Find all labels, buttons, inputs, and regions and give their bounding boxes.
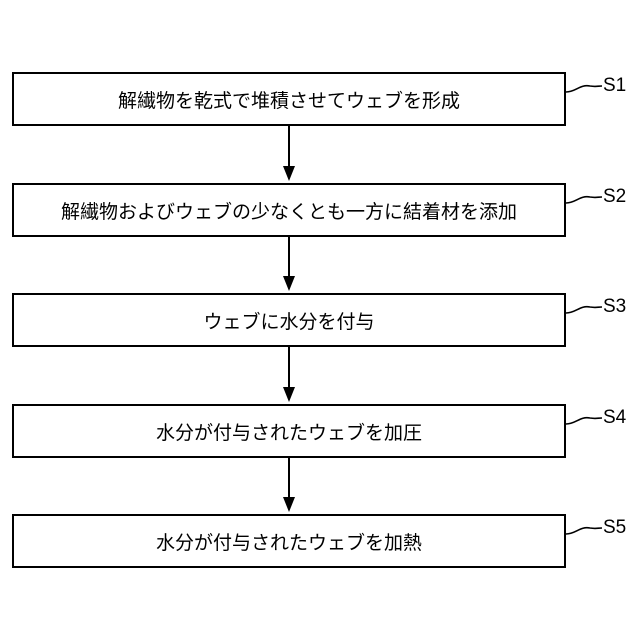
step-box-s5: 水分が付与されたウェブを加熱 (12, 514, 566, 568)
leader-s2 (566, 197, 602, 203)
step-box-s4: 水分が付与されたウェブを加圧 (12, 404, 566, 458)
leader-s4 (566, 418, 602, 424)
step-box-s1: 解繊物を乾式で堆積させてウェブを形成 (12, 72, 566, 126)
arrow-s1-s2-head (283, 166, 295, 181)
leader-s3 (566, 307, 602, 313)
label-leaders (566, 86, 602, 534)
arrow-s4-s5-head (283, 497, 295, 512)
step-label-s4: S4 (603, 408, 626, 427)
step-text-s3: ウェブに水分を付与 (203, 307, 374, 334)
step-box-s3: ウェブに水分を付与 (12, 293, 566, 347)
step-text-s4: 水分が付与されたウェブを加圧 (156, 418, 422, 445)
leader-s5 (566, 528, 602, 534)
step-label-s2: S2 (603, 187, 626, 206)
step-text-s2: 解繊物およびウェブの少なくとも一方に結着材を添加 (61, 197, 517, 224)
arrow-s2-s3-head (283, 276, 295, 291)
step-box-s2: 解繊物およびウェブの少なくとも一方に結着材を添加 (12, 183, 566, 237)
leader-s1 (566, 86, 602, 92)
step-label-s1: S1 (603, 76, 626, 95)
step-text-s5: 水分が付与されたウェブを加熱 (156, 528, 422, 555)
arrow-s3-s4-head (283, 387, 295, 402)
step-text-s1: 解繊物を乾式で堆積させてウェブを形成 (118, 86, 460, 113)
step-label-s3: S3 (603, 297, 626, 316)
step-label-s5: S5 (603, 518, 626, 537)
